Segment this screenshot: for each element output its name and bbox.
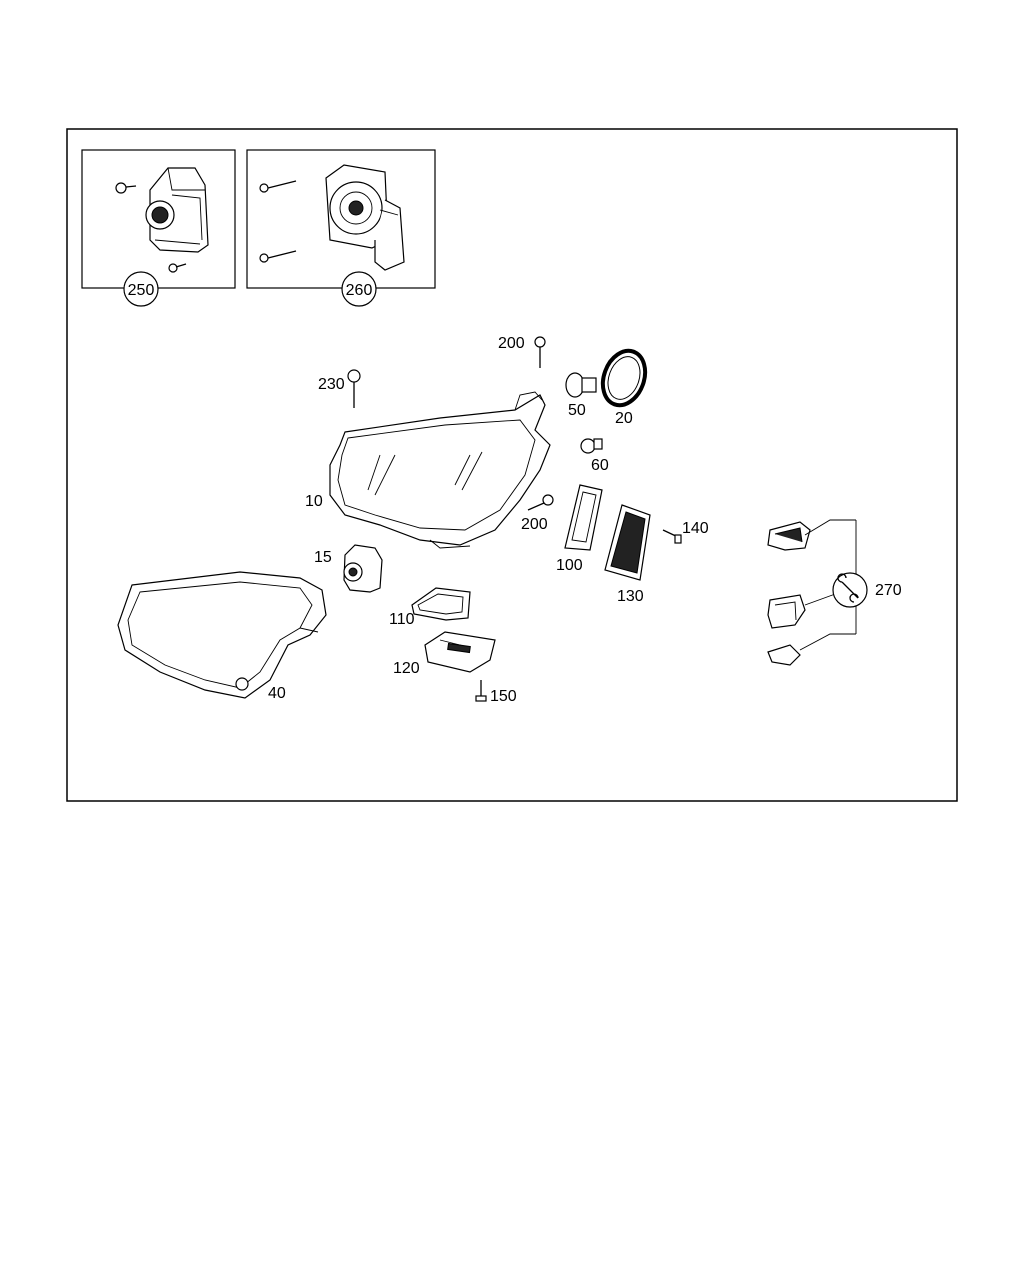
screw-icon	[259, 250, 297, 263]
inset-250: 250	[81, 149, 236, 307]
callout-20: 20	[615, 410, 633, 427]
ballast-130-part	[604, 504, 651, 581]
screw-icon	[259, 180, 297, 193]
gasket-100-part	[564, 484, 603, 551]
callout-60: 60	[591, 457, 609, 474]
control-unit-120-part	[424, 631, 496, 673]
diagram-frame	[66, 128, 958, 802]
callout-250: 250	[128, 282, 155, 299]
callout-10: 10	[305, 493, 323, 510]
connector-set-270	[767, 519, 868, 666]
screw-icon	[475, 680, 487, 702]
bulb-icon	[580, 438, 603, 454]
screw-icon	[534, 336, 546, 368]
leveling-motor-part	[145, 167, 209, 253]
callout-230: 230	[318, 376, 345, 393]
callout-120: 120	[393, 660, 420, 677]
screw-icon	[527, 494, 554, 511]
headlamp-lens-part	[117, 571, 327, 699]
callout-260: 260	[346, 282, 373, 299]
callout-15: 15	[314, 549, 332, 566]
bulb-icon	[565, 372, 597, 398]
seal-ring-icon	[600, 348, 648, 408]
screw-icon	[168, 263, 187, 273]
callout-270: 270	[875, 582, 902, 599]
callout-130: 130	[617, 588, 644, 605]
callout-100: 100	[556, 557, 583, 574]
screw-icon	[347, 369, 361, 408]
callout-110: 110	[389, 611, 415, 628]
wrench-icon	[837, 573, 859, 603]
callout-140: 140	[682, 520, 709, 537]
screw-icon	[662, 529, 682, 544]
gasket-110-part	[411, 587, 471, 621]
cooling-fan-part	[325, 164, 405, 271]
inset-260: 260	[246, 149, 436, 307]
callout-200-upper: 200	[498, 335, 525, 352]
screw-icon	[115, 182, 137, 194]
callout-40: 40	[268, 685, 286, 702]
callout-150: 150	[490, 688, 517, 705]
callout-200-lower: 200	[521, 516, 548, 533]
callout-50: 50	[568, 402, 586, 419]
headlamp-assembly-part	[329, 391, 551, 549]
leveling-motor-15-part	[343, 544, 383, 593]
